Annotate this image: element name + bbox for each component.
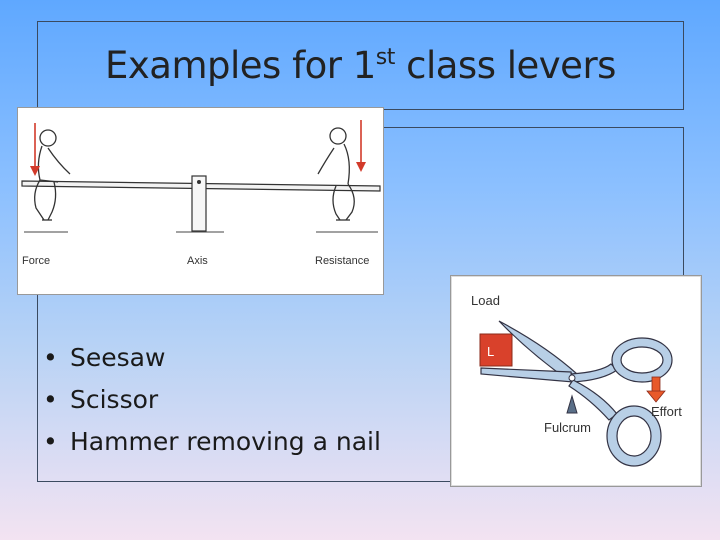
- upper-handle-arm: [570, 363, 618, 383]
- scissor-drawing: Load L Fulcrum Effort: [471, 293, 682, 467]
- right-child-figure: [317, 127, 355, 221]
- load-box: [479, 333, 513, 367]
- pivot-screw: [568, 374, 576, 382]
- effort-arrow: [646, 376, 666, 403]
- slide-title: Examples for 1st class levers: [105, 44, 616, 87]
- bullet-text: Scissor: [70, 385, 159, 414]
- axis-pivot-dot: [197, 180, 201, 184]
- seesaw-figure: Force Axis Resistance: [17, 107, 384, 295]
- fulcrum-triangle: [566, 394, 578, 414]
- title-superscript: st: [375, 45, 396, 70]
- seesaw-fulcrum-post: [191, 175, 207, 232]
- bullet-marker: •: [43, 343, 58, 372]
- load-box-label: L: [487, 344, 494, 359]
- bullet-marker: •: [43, 427, 58, 456]
- label-effort: Effort: [651, 404, 682, 419]
- bullet-marker: •: [43, 385, 58, 414]
- label-resistance: Resistance: [315, 255, 369, 267]
- bullet-item: • Hammer removing a nail: [43, 426, 381, 468]
- label-axis: Axis: [187, 255, 208, 267]
- bullet-item: • Scissor: [43, 384, 381, 426]
- title-rest: class levers: [394, 44, 616, 87]
- left-child-figure: [34, 129, 71, 221]
- title-main: Examples for 1: [105, 44, 376, 87]
- lower-handle-arm: [568, 379, 618, 421]
- resistance-arrow: [356, 120, 366, 172]
- seesaw-drawing: Force Axis Resistance: [21, 120, 381, 267]
- scissor-figure: Load L Fulcrum Effort: [450, 275, 702, 487]
- force-arrow: [30, 123, 40, 176]
- title-box: Examples for 1st class levers: [37, 21, 684, 110]
- bullet-list: • Seesaw • Scissor • Hammer removing a nail: [43, 342, 381, 468]
- label-force: Force: [22, 255, 50, 267]
- bullet-text: Hammer removing a nail: [70, 427, 381, 456]
- label-load: Load: [471, 293, 500, 308]
- label-fulcrum: Fulcrum: [544, 420, 591, 435]
- bullet-text: Seesaw: [70, 343, 166, 372]
- bullet-item: • Seesaw: [43, 342, 381, 384]
